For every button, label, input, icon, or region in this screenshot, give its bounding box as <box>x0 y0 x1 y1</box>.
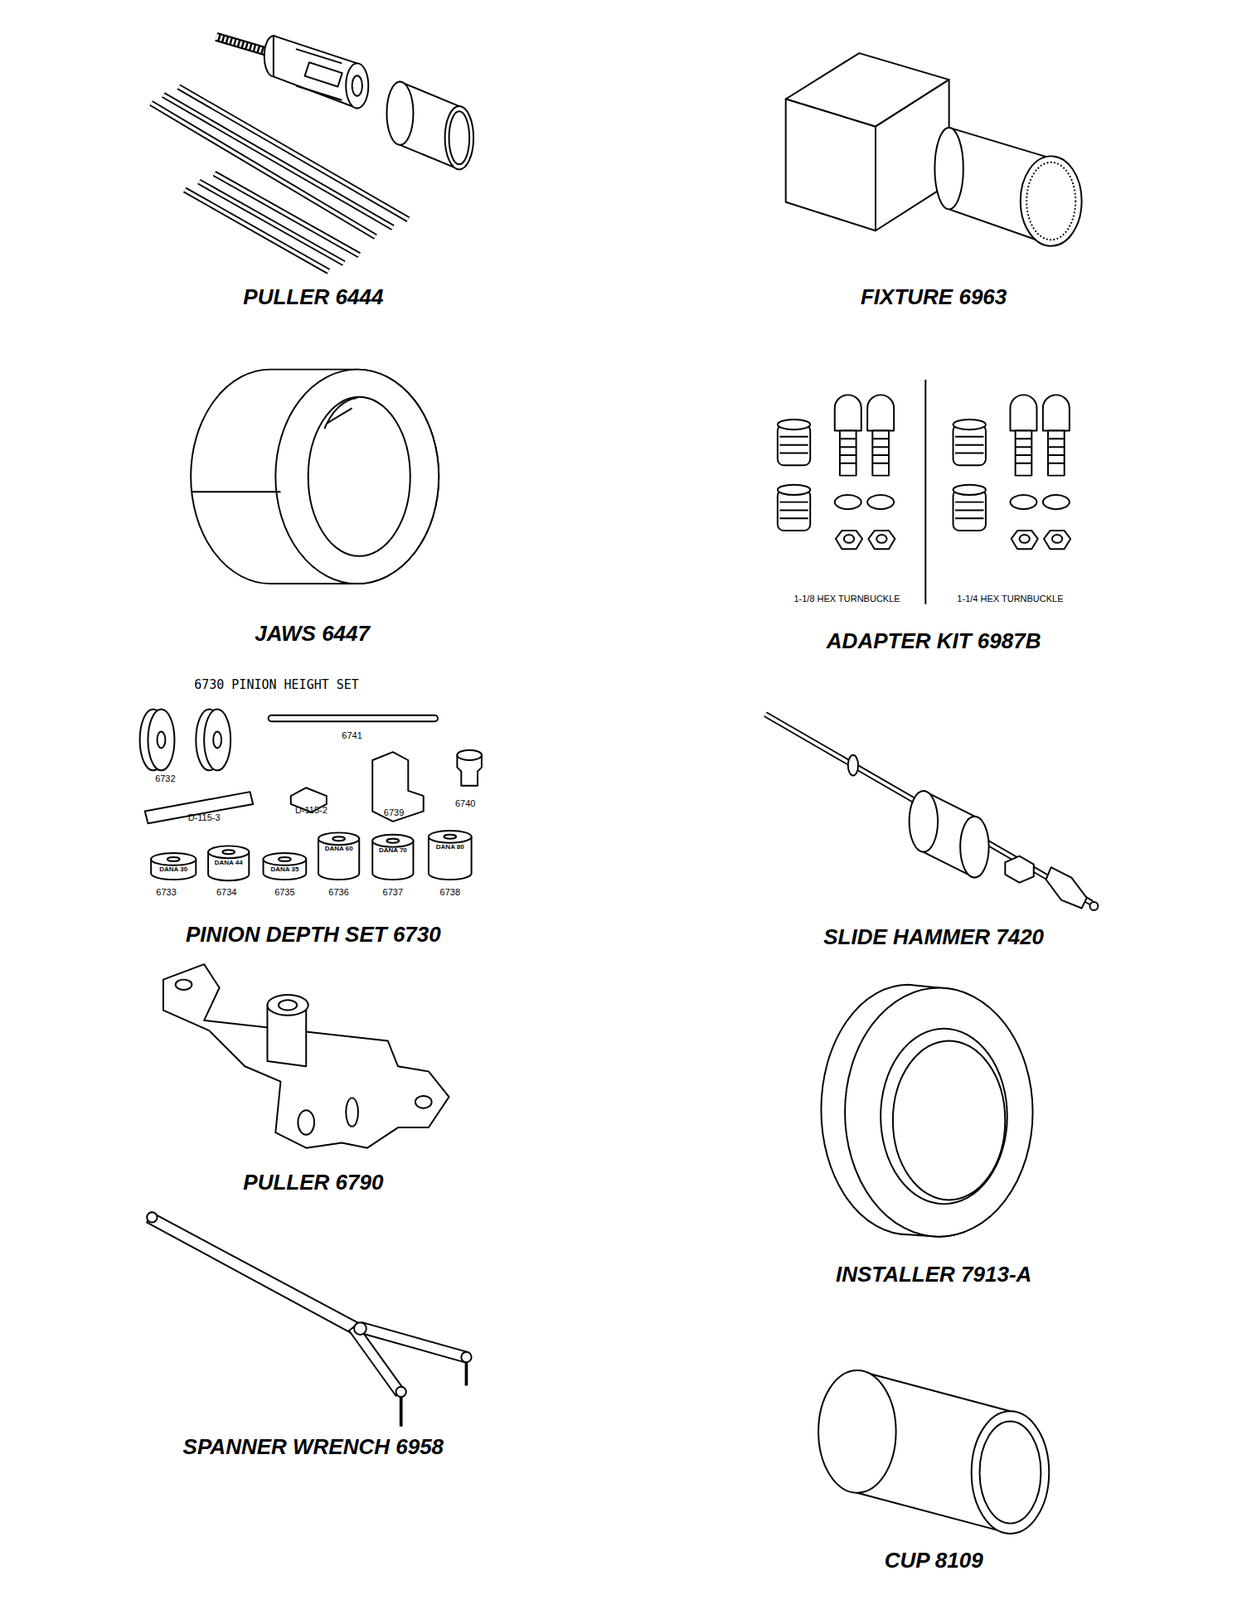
part-number: 6741 <box>341 730 362 741</box>
part-number: 6738 <box>440 887 461 898</box>
puck-label: DANA 70 <box>378 847 408 855</box>
puck-label: DANA 60 <box>325 845 354 854</box>
puck-label: DANA 80 <box>436 843 465 851</box>
cup-8109 <box>818 1370 1049 1534</box>
tool-name: PINION DEPTH SET 6730 <box>185 922 442 947</box>
adapter-kit-6987b <box>777 379 1071 605</box>
puck-label: DANA 30 <box>159 865 188 874</box>
part-number: 6730 PINION HEIGHT SET <box>194 678 360 693</box>
part-number: 6740 <box>455 798 476 809</box>
puck-label: DANA 44 <box>214 859 243 868</box>
pinion-depth-set-6730 <box>140 708 482 881</box>
part-number: 6735 <box>274 887 295 898</box>
part-number: 6734 <box>216 887 237 898</box>
tool-name: ADAPTER KIT 6987B <box>826 629 1042 654</box>
part-number: 6736 <box>328 887 349 898</box>
tool-name: CUP 8109 <box>884 1548 984 1573</box>
part-number: 6737 <box>383 887 403 898</box>
spanner-wrench-6958 <box>146 1212 471 1427</box>
part-number: 6733 <box>155 887 176 898</box>
tool-name: SPANNER WRENCH 6958 <box>183 1435 444 1460</box>
fixture-6963 <box>786 53 1083 247</box>
tool-name: INSTALLER 7913-A <box>835 1262 1032 1287</box>
tool-name: PULLER 6444 <box>242 285 384 310</box>
part-number: D-115-3 <box>188 812 221 823</box>
tool-name: SLIDE HAMMER 7420 <box>823 925 1044 950</box>
puck-label: DANA 35 <box>270 865 299 874</box>
puller-6790 <box>163 964 450 1149</box>
puller-6444 <box>150 35 474 272</box>
part-number: D-115-2 <box>295 805 328 816</box>
part-number: 6739 <box>383 807 404 818</box>
installer-7913a <box>820 984 1033 1238</box>
tool-name: PULLER 6790 <box>242 1170 384 1195</box>
slide-hammer-7420 <box>765 714 1098 911</box>
tool-name: FIXTURE 6963 <box>860 285 1007 310</box>
part-number: 6732 <box>155 773 175 784</box>
jaws-6447 <box>190 369 439 584</box>
part-number: 1-1/4 HEX TURNBUCKLE <box>956 593 1063 604</box>
tool-name: JAWS 6447 <box>254 621 370 646</box>
part-number: 1-1/8 HEX TURNBUCKLE <box>793 593 900 604</box>
